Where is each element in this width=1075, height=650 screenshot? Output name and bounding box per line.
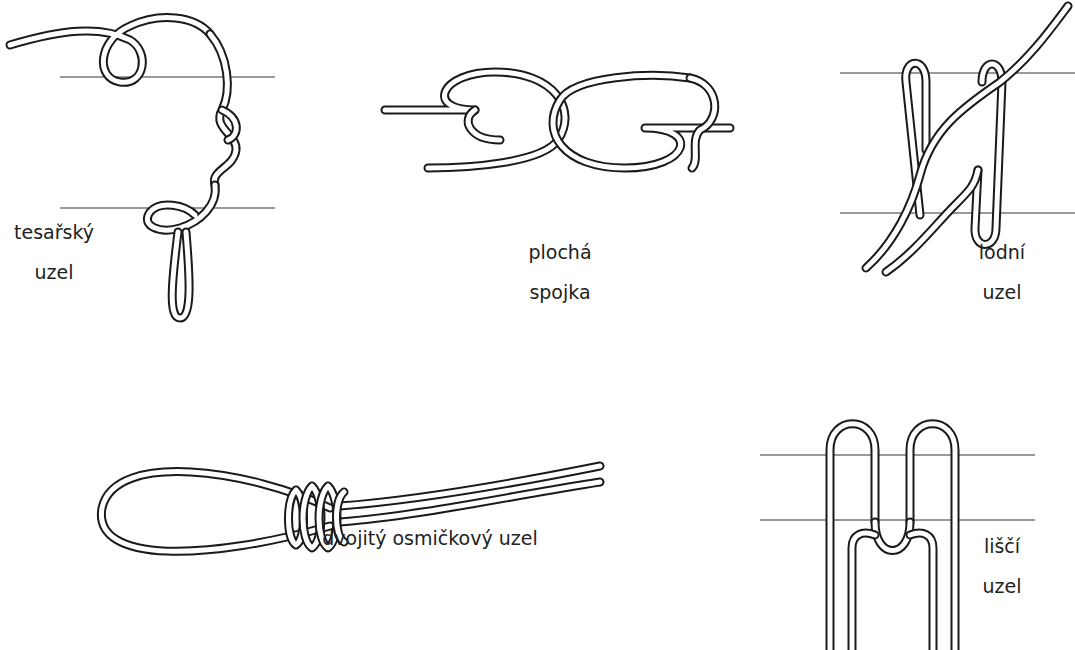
rope-fill	[468, 110, 500, 140]
rope-fill	[340, 482, 600, 522]
rope-fill	[830, 424, 875, 650]
rope-fill	[910, 533, 933, 650]
rope-fill	[385, 72, 565, 168]
rope-drawings	[10, 6, 1068, 650]
rope-fill	[210, 34, 236, 185]
knot-name: liščí uzel	[962, 526, 1042, 606]
rope-outline	[468, 110, 500, 140]
rope-outline	[553, 76, 730, 168]
rope-outline	[385, 72, 565, 168]
rope-fill	[553, 76, 730, 168]
rope-outline	[340, 482, 600, 522]
rope-outline	[866, 6, 1068, 268]
rope-outline	[886, 170, 978, 272]
rope-outline	[690, 78, 715, 168]
rope-fill	[101, 472, 330, 552]
rope-outline	[210, 34, 236, 185]
rope-outline	[830, 424, 875, 650]
knot-name: plochá spojka	[510, 232, 610, 312]
rope-fill	[172, 232, 189, 318]
rope-fill	[852, 533, 875, 650]
rope-fill	[222, 110, 236, 140]
rope-fill	[866, 6, 1068, 268]
rope-outline	[875, 522, 910, 551]
rope-fill	[690, 78, 715, 168]
rope-outline	[10, 18, 210, 83]
rope-fill	[10, 18, 210, 83]
rope-fill	[886, 170, 978, 272]
knot-name: lodní uzel	[962, 232, 1042, 312]
rope-outline	[101, 472, 330, 552]
rope-fill	[910, 424, 955, 650]
rope-fill	[875, 522, 910, 551]
rope-outline	[147, 185, 215, 230]
rope-outline	[222, 110, 236, 140]
knot-name: dvojitý osmičkový uzel	[315, 518, 545, 558]
rope-outline	[910, 424, 955, 650]
rope-outline	[852, 533, 875, 650]
knot-name: tesařský uzel	[4, 212, 104, 292]
rope-outline	[172, 232, 189, 318]
rope-fill	[147, 185, 215, 230]
rope-outline	[910, 533, 933, 650]
